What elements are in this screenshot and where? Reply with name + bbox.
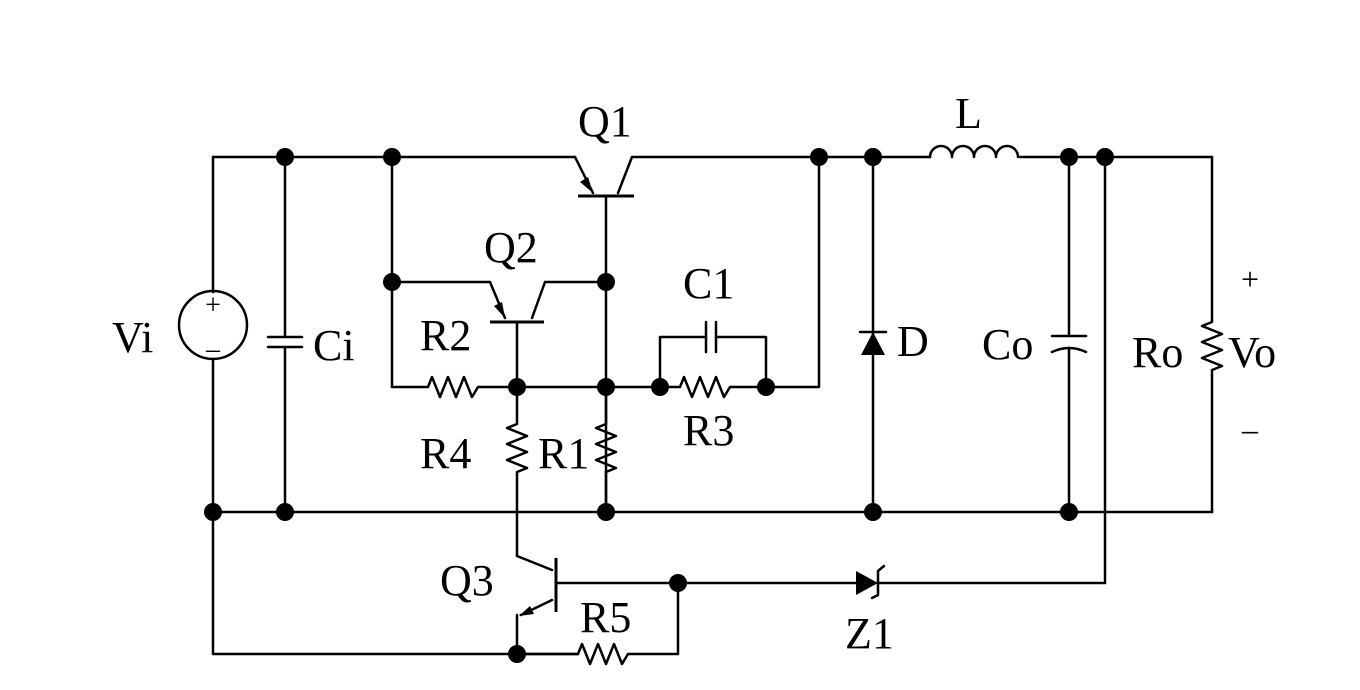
transistor-q2: Q2 (484, 223, 606, 387)
transistor-q3: Q3 (440, 556, 678, 654)
junction-dot (757, 378, 775, 396)
source-minus-sign: – (205, 334, 221, 365)
inductor-l: L (930, 89, 1018, 157)
junction-dot (1096, 148, 1114, 166)
junction-dot (597, 378, 615, 396)
ground-return-wire (213, 512, 578, 654)
junction-dot (508, 645, 526, 663)
input-capacitor-ci: Ci (268, 157, 355, 512)
junction-dot (651, 378, 669, 396)
load-resistor-ro: Ro Vo + – (1132, 157, 1276, 512)
junction-dot (383, 148, 401, 166)
junction-dot (276, 148, 294, 166)
source-plus-sign: + (205, 290, 221, 321)
input-voltage-source: + – Vi (112, 157, 247, 512)
junction-dot (810, 148, 828, 166)
junction-dot (383, 273, 401, 291)
junction-dot (669, 574, 687, 592)
label-vi: Vi (112, 313, 153, 362)
junction-dot (864, 503, 882, 521)
label-r5: R5 (580, 593, 631, 642)
junction-dot (597, 503, 615, 521)
junction-dot (597, 273, 615, 291)
resistor-r2: R2 (392, 311, 517, 397)
label-co: Co (982, 320, 1033, 369)
label-c1: C1 (683, 259, 734, 308)
label-z1: Z1 (845, 609, 894, 658)
label-r2: R2 (420, 311, 471, 360)
junction-dot (204, 503, 222, 521)
label-r4: R4 (420, 429, 471, 478)
output-minus-sign: – (1241, 411, 1259, 447)
junction-dot (276, 503, 294, 521)
label-ci: Ci (313, 321, 355, 370)
junction-dot (864, 148, 882, 166)
label-l: L (955, 89, 982, 138)
resistor-r4: R4 (420, 387, 527, 556)
junction-dot (1060, 503, 1078, 521)
output-capacitor-co: Co (982, 157, 1086, 512)
label-r1: R1 (538, 429, 589, 478)
freewheel-diode-d: D (860, 157, 929, 512)
label-d: D (897, 317, 929, 366)
label-r3: R3 (683, 406, 734, 455)
junction-dot (1060, 148, 1078, 166)
capacitor-c1: C1 (660, 259, 766, 387)
label-ro: Ro (1132, 328, 1183, 377)
junction-dot (508, 378, 526, 396)
junction-dots (204, 148, 1114, 663)
resistor-r1: R1 (538, 387, 616, 512)
label-q1: Q1 (578, 97, 632, 146)
label-vo: Vo (1228, 328, 1276, 377)
label-q2: Q2 (484, 223, 538, 272)
resistor-r5: R5 (517, 583, 678, 664)
zener-diode-z1: Z1 (678, 157, 1105, 658)
label-q3: Q3 (440, 556, 494, 605)
output-plus-sign: + (1241, 261, 1259, 297)
